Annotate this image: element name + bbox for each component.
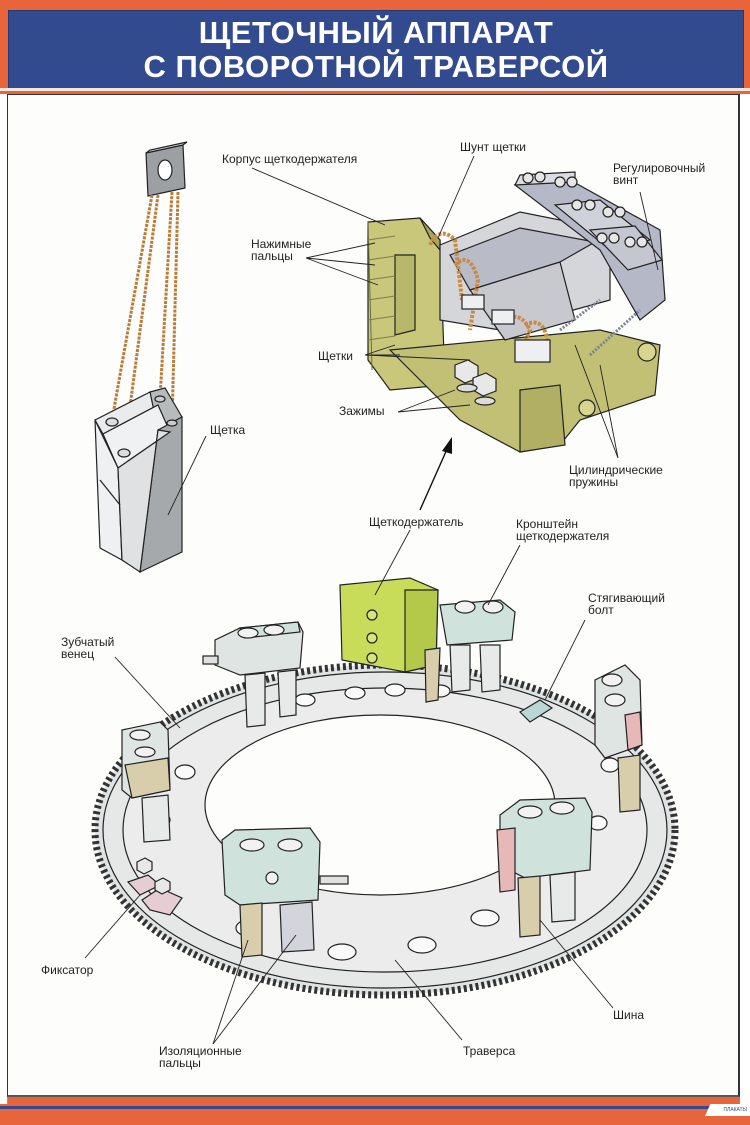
brush-shunt-wires — [110, 191, 180, 453]
leader-cylindrical-springs — [574, 344, 619, 459]
label-holder-bracket: Кронштейн щеткодержателя — [516, 517, 610, 543]
title-line-1: ЩЕТОЧНЫЙ АППАРАТ — [198, 14, 554, 50]
leader-tie-bolt — [544, 619, 586, 701]
title-divider-light — [0, 88, 750, 91]
label-holder-body: Корпус щеткодержателя — [222, 152, 358, 166]
bottom-frame-band — [0, 1109, 750, 1125]
leader-toothed-rim — [114, 656, 181, 729]
label-brush: Щетка — [210, 423, 246, 437]
leader-brushes — [364, 344, 471, 361]
ring-holder-top-center — [339, 577, 516, 703]
label-cylindrical-springs: Цилиндрические пружины — [569, 463, 663, 489]
label-brush-holder: Щеткодержатель — [369, 515, 464, 529]
leader-holder-body — [251, 167, 386, 226]
ring-holder-top-left — [202, 621, 304, 728]
fixator — [126, 857, 183, 916]
leader-clamps — [397, 389, 471, 413]
pressure-finger-stack — [439, 171, 666, 341]
label-toothed-rim: Зубчатый венец — [61, 635, 115, 661]
holder-clamp-bolts — [454, 359, 497, 406]
label-fixator: Фиксатор — [41, 963, 94, 977]
detail-pointer-arrow — [419, 437, 452, 511]
label-brushes: Щетки — [318, 349, 353, 363]
adjusting-screws — [522, 171, 648, 248]
ring-holder-right — [594, 664, 643, 813]
leader-brush-holder — [374, 529, 411, 596]
footer-divider-blue — [0, 1106, 750, 1109]
leader-adjusting-screw — [639, 191, 659, 271]
holder-base-plate — [388, 329, 661, 453]
holder-springs — [559, 298, 642, 357]
ring-holder-left — [121, 721, 171, 843]
holder-brushes — [461, 294, 551, 363]
leader-pressure-fingers — [305, 242, 379, 286]
label-adjusting-screw: Регулировочный винт — [613, 161, 706, 187]
leader-holder-bracket — [487, 544, 521, 606]
leader-lines — [84, 155, 659, 1045]
holder-body — [367, 217, 446, 391]
brush-illustration — [94, 141, 188, 574]
leader-bus-bar — [539, 919, 614, 1009]
right-frame-edge — [740, 94, 750, 1104]
label-bus-bar: Шина — [613, 1008, 645, 1022]
label-tie-bolt: Стягивающий болт — [588, 591, 665, 617]
traverse-assembly — [91, 577, 679, 999]
leader-traverse — [394, 959, 463, 1041]
label-insulating-fingers: Изоляционные пальцы — [159, 1044, 242, 1070]
label-traverse: Траверса — [463, 1044, 516, 1058]
brush-carbon-block — [94, 387, 183, 574]
publisher-logo: ПЛАКАТЫ — [705, 1104, 750, 1116]
top-frame-band — [0, 0, 750, 10]
title-divider-orange — [0, 91, 750, 94]
poster-title: ЩЕТОЧНЫЙ АППАРАТ С ПОВОРОТНОЙ ТРАВЕРСОЙ — [8, 10, 744, 89]
label-pressure-fingers: Нажимные пальцы — [251, 237, 312, 263]
leader-brush-shunt — [437, 155, 475, 239]
ring-holder-bottom-left — [221, 827, 349, 958]
leader-brush — [167, 435, 207, 516]
ring-holder-bottom-right — [496, 797, 593, 938]
title-line-2: С ПОВОРОТНОЙ ТРАВЕРСОЙ — [143, 48, 609, 84]
brush-holder-detail — [367, 171, 666, 453]
label-brush-shunt: Шунт щетки — [460, 140, 526, 154]
brush-terminal-lug — [145, 141, 188, 197]
leader-insulating-fingers — [212, 934, 297, 1045]
leader-fixator — [84, 894, 141, 959]
label-clamps: Зажимы — [339, 404, 385, 418]
